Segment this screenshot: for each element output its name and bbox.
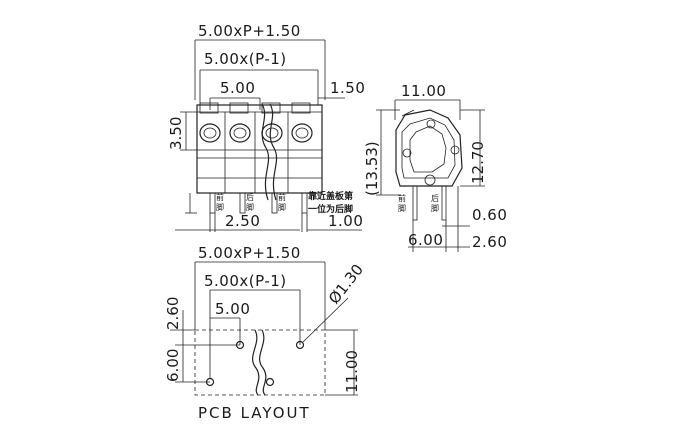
front-dim-pin-offset: 2.50: [225, 212, 260, 230]
front-dim-pitch: 5.00: [220, 79, 255, 97]
pin-label: 脚: [431, 203, 439, 213]
front-dim-height: 3.50: [167, 117, 185, 150]
wire-entry-circle: [261, 123, 283, 143]
rear-pin-note-line2: 一位为后脚: [308, 203, 353, 215]
pin-label: 脚: [398, 203, 406, 213]
pcb-layout-view: 5.00xP+1.50 5.00x(P-1) 5.00 2.60 6.00 Ø1…: [164, 244, 367, 422]
side-dim-height: 12.70: [469, 141, 487, 184]
pcb-footprint-outline: [194, 329, 326, 396]
side-dim-height-total: (13.53): [363, 141, 381, 196]
pin-label: 脚: [246, 202, 254, 212]
front-dim-total: 5.00xP+1.50: [198, 22, 301, 40]
break-line: [269, 103, 278, 201]
wire-entry-circle: [291, 123, 313, 143]
rear-pin-note-line1: 靠近盖板第: [308, 190, 353, 202]
break-line: [261, 103, 270, 201]
side-dim-pin-right: 2.60: [472, 233, 507, 251]
front-dim-right-offset: 1.50: [330, 79, 365, 97]
front-view: 5.00xP+1.50 5.00x(P-1) 5.00 1.50: [167, 22, 365, 232]
break-line: [259, 329, 267, 396]
pcb-dim-row-spacing: 6.00: [164, 349, 182, 382]
pcb-layout-title: PCB LAYOUT: [198, 404, 311, 422]
pin-label: 前: [398, 193, 406, 203]
pin-label: 脚: [216, 202, 224, 212]
pcb-hole: [295, 340, 305, 350]
side-body-outline: [395, 109, 463, 187]
pcb-dim-height: 11.00: [343, 350, 361, 393]
front-dim-pitch-span: 5.00x(P-1): [204, 50, 287, 68]
pin-label: 前: [216, 192, 224, 202]
pin-label: 前: [278, 192, 286, 202]
wire-entry-circle: [199, 123, 221, 143]
break-line: [252, 329, 260, 396]
pcb-dim-top-offset: 2.60: [164, 297, 182, 330]
pcb-dim-pitch: 5.00: [215, 300, 250, 318]
pin-label: 后: [431, 193, 439, 203]
side-dim-pin-spacing: 6.00: [408, 231, 443, 249]
side-dim-width: 11.00: [401, 82, 446, 100]
wire-entry-circle: [229, 123, 251, 143]
pcb-dim-total: 5.00xP+1.50: [198, 244, 301, 262]
pin-label: 脚: [278, 202, 286, 212]
front-body-outline: [196, 104, 323, 194]
front-dim-pin-right: 1.00: [328, 212, 363, 230]
pcb-hole: [265, 377, 275, 387]
pin-label: 后: [246, 192, 254, 202]
side-dim-pin-thickness: 0.60: [472, 206, 507, 224]
side-view: 11.00 (13.53) 12.70 前 脚 后 脚 6.00 0.60: [363, 82, 507, 252]
pcb-dim-pitch-span: 5.00x(P-1): [204, 272, 287, 290]
